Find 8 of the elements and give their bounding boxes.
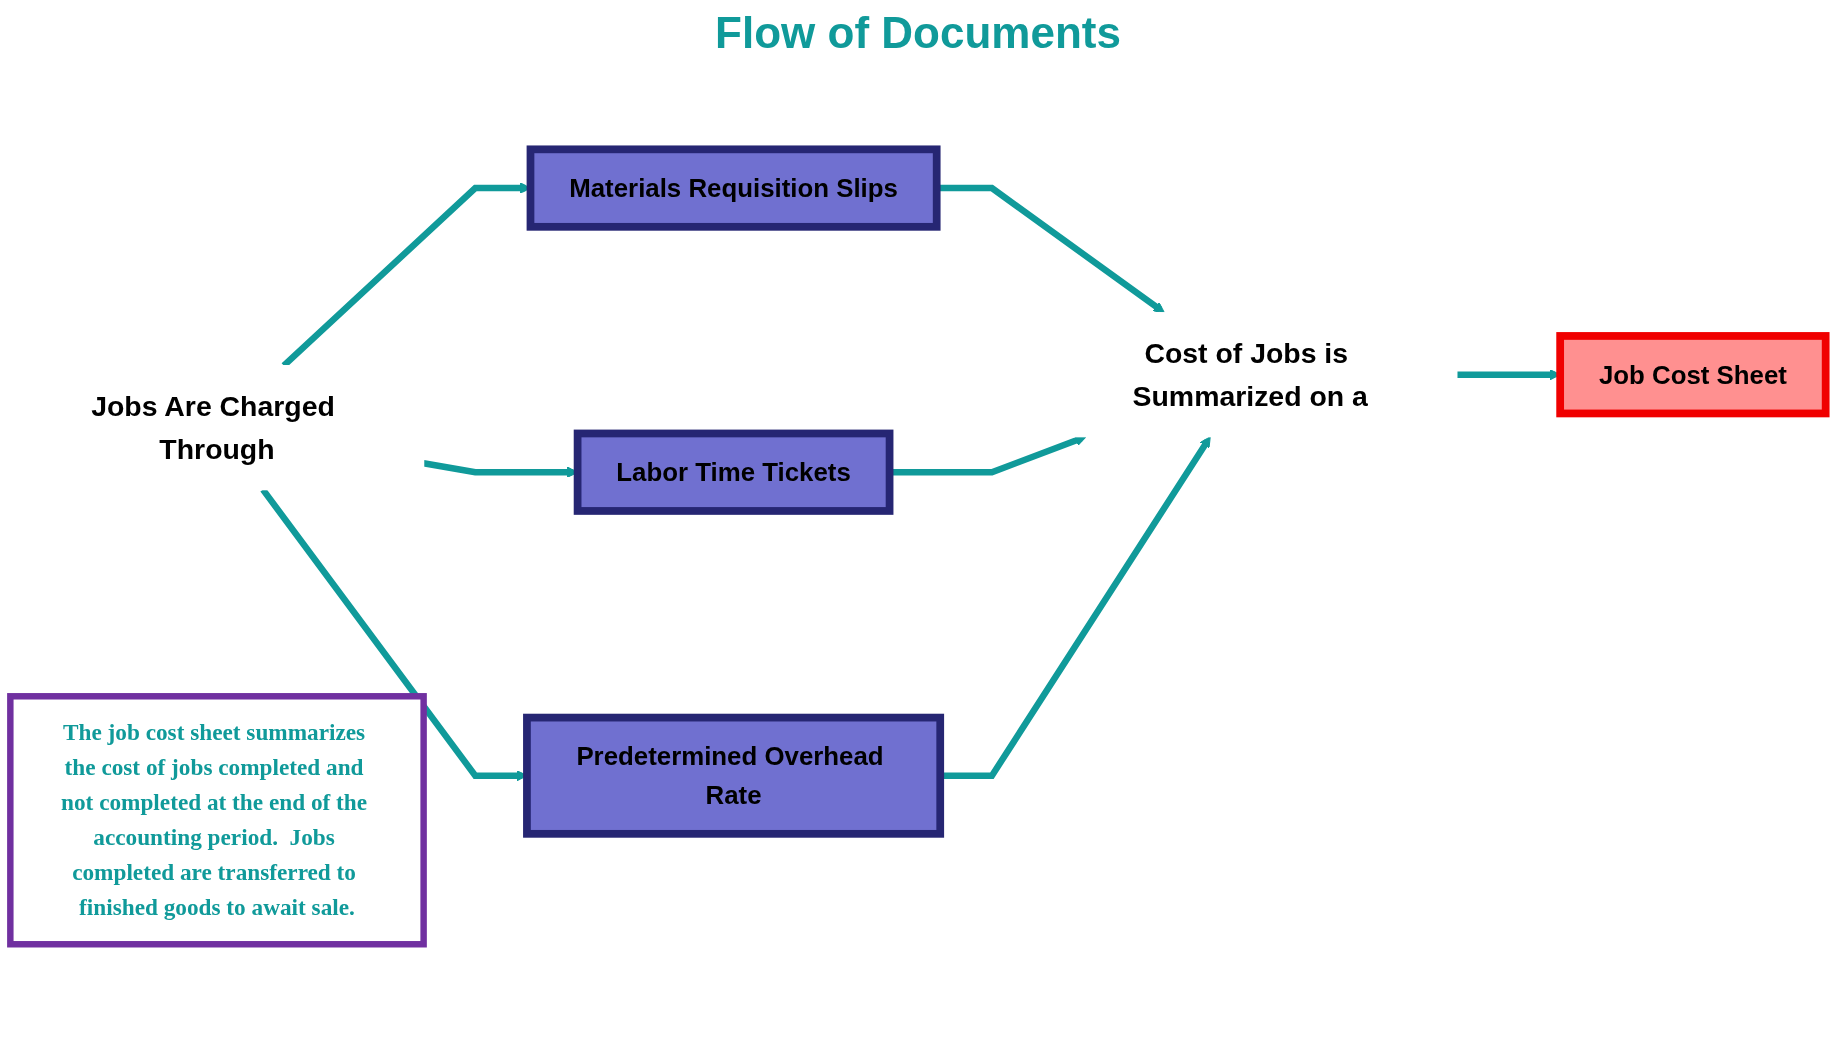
node-text: Jobs Are Charged Through [91, 390, 335, 466]
diagram-title: Flow of Documents [714, 8, 1122, 58]
node-box: Labor Time Tickets [573, 429, 894, 516]
node-box: Job Cost Sheet [1556, 332, 1830, 418]
node-box: Materials Requisition Slips [526, 145, 941, 231]
node-box: The job cost sheet summarizes the cost of jobs completed and not completed at the end of the accounting period. Jobs completed are transferred to finished goods to await sale. [7, 693, 427, 948]
node-box: Predetermined Overhead Rate [523, 713, 945, 838]
node-text: Cost of Jobs is Summarized on a [1132, 337, 1368, 413]
